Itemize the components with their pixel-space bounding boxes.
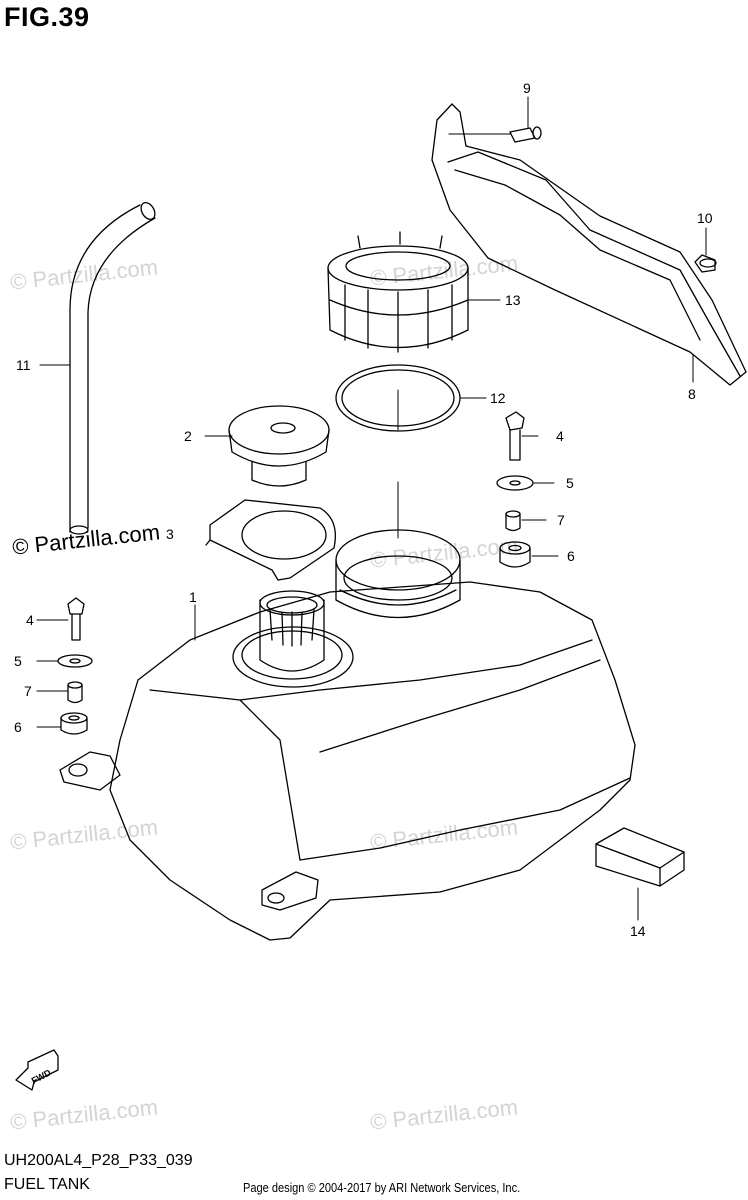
callout-6-left: 6 (14, 719, 22, 735)
callout-13: 13 (505, 292, 521, 308)
o-ring-gasket-part (335, 364, 461, 539)
callout-4-right: 4 (556, 428, 564, 444)
callout-5-right: 5 (566, 475, 574, 491)
lock-ring-part (327, 231, 469, 353)
screw-9-part (509, 126, 542, 143)
callout-9: 9 (523, 80, 531, 96)
tank-cover-part (431, 103, 747, 386)
figure-title: FIG.39 (4, 2, 90, 32)
callout-10: 10 (697, 210, 713, 226)
washer-5-left-part (57, 654, 93, 668)
collar-7-left-part (67, 681, 83, 704)
figure-code: UH200AL4_P28_P33_039 (4, 1152, 193, 1169)
callout-4-left: 4 (26, 612, 34, 628)
fuel-tank-part (59, 529, 636, 941)
grommet-6-right-part (499, 541, 531, 568)
callout-12: 12 (490, 390, 506, 406)
callout-7-left: 7 (24, 683, 32, 699)
filler-plate-part (205, 499, 337, 581)
fuel-cap-part (228, 405, 330, 487)
bolt-4-left-part (67, 597, 85, 641)
callouts: 1 2 3 4 4 5 5 6 6 7 7 8 9 10 11 12 13 14 (14, 80, 713, 939)
collar-7-right-part (505, 510, 521, 532)
callout-11: 11 (16, 357, 31, 373)
callout-2: 2 (184, 428, 192, 444)
washer-5-right-part (496, 475, 534, 491)
callout-14: 14 (630, 923, 646, 939)
fwd-arrow-icon: FWD (15, 1049, 59, 1091)
grommet-6-left-part (60, 712, 88, 735)
leader-lines (36, 96, 707, 921)
callout-3: 3 (166, 526, 174, 542)
callout-6-right: 6 (567, 548, 575, 564)
callout-5-left: 5 (14, 653, 22, 669)
callout-8: 8 (688, 386, 696, 402)
screw-10-part (694, 254, 717, 273)
breather-hose-part (69, 201, 156, 535)
page-credit: Page design © 2004-2017 by ARI Network S… (243, 1180, 521, 1195)
cushion-pad-part (595, 827, 685, 887)
bolt-4-right-part (505, 411, 525, 461)
callout-7-right: 7 (557, 512, 565, 528)
callout-1: 1 (189, 589, 197, 605)
figure-name: FUEL TANK (4, 1176, 90, 1193)
